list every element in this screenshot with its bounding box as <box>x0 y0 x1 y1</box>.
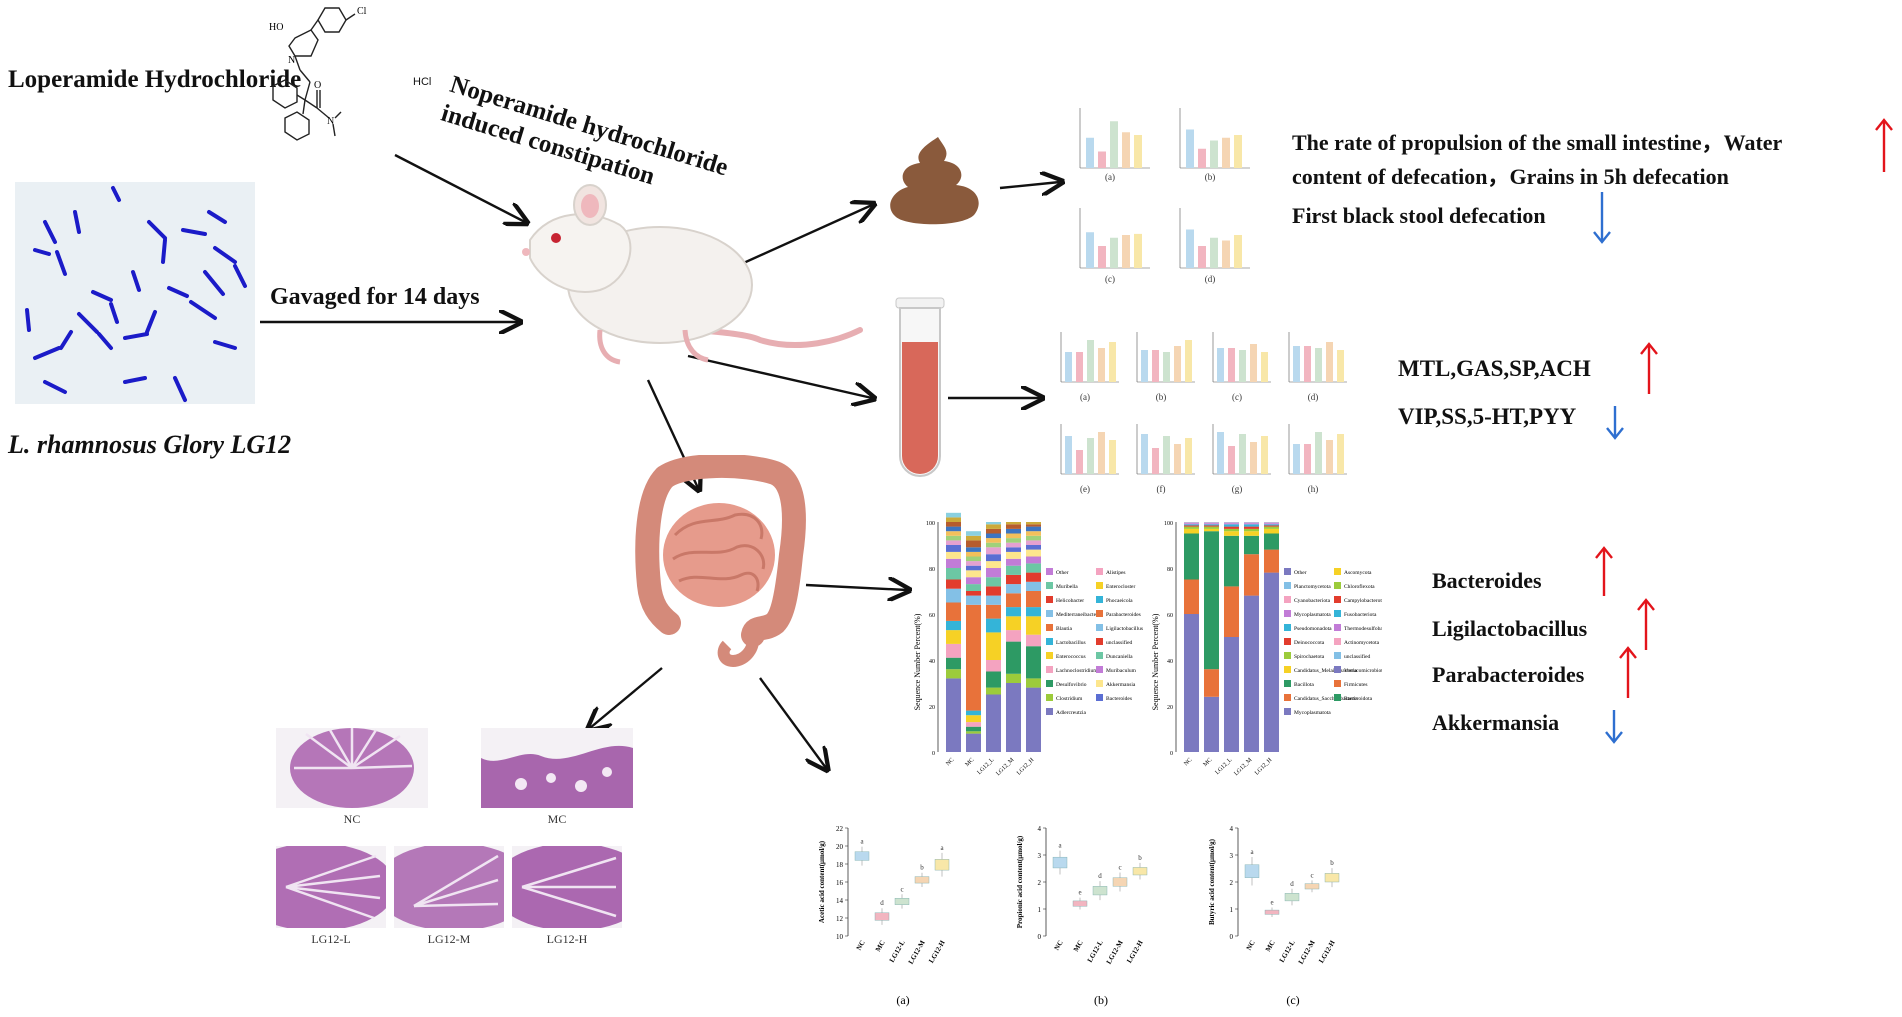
scfa-box <box>1093 886 1107 895</box>
scfa-significance-letter: b <box>1330 859 1334 867</box>
histo-lg12m <box>394 846 504 928</box>
scfa-significance-letter: a <box>1058 842 1062 850</box>
scfa-tick-label: 3 <box>1038 852 1042 860</box>
scfa-box <box>1325 873 1339 882</box>
scfa-tick-label: 2 <box>1038 879 1042 887</box>
scfa-panel-letter: (a) <box>896 993 909 1007</box>
scfa-group-label: MC <box>1072 939 1085 953</box>
scfa-tick-label: 3 <box>1230 852 1234 860</box>
scfa-box <box>1053 857 1067 868</box>
scfa-tick-label: 2 <box>1230 879 1234 887</box>
scfa-tick-label: 10 <box>836 933 844 941</box>
scfa-tick-label: 16 <box>836 879 844 887</box>
scfa-box <box>895 898 909 904</box>
scfa-box <box>1113 878 1127 887</box>
scfa-box <box>1265 910 1279 914</box>
histo-lg12l <box>276 846 386 928</box>
scfa-box <box>1133 867 1147 875</box>
scfa-group-label: NC <box>1053 939 1065 952</box>
scfa-ylabel: Propionic acid content(μmol/g) <box>1016 835 1024 928</box>
scfa-significance-letter: a <box>940 844 944 852</box>
scfa-significance-letter: b <box>920 864 924 872</box>
scfa-tick-label: 4 <box>1038 825 1042 833</box>
scfa-group-label: LG12-M <box>907 939 927 966</box>
scfa-group-label: LG12-L <box>1278 939 1297 964</box>
scfa-tick-label: 0 <box>1230 933 1234 941</box>
scfa-group-label: LG12-H <box>1317 939 1337 965</box>
scfa-significance-letter: c <box>1310 871 1313 879</box>
histo-label-mc: MC <box>481 812 633 827</box>
scfa-significance-letter: e <box>1078 889 1081 897</box>
scfa-tick-label: 22 <box>836 825 844 833</box>
scfa-panel-letter: (b) <box>1094 993 1108 1007</box>
scfa-ylabel: Butyric acid content(μmol/g) <box>1208 838 1216 925</box>
histo-label-nc: NC <box>276 812 428 827</box>
scfa-tick-label: 1 <box>1230 906 1234 914</box>
scfa-tick-label: 4 <box>1230 825 1234 833</box>
scfa-tick-label: 0 <box>1038 933 1042 941</box>
scfa-tick-label: 20 <box>836 843 844 851</box>
scfa-box <box>915 877 929 883</box>
histo-label-lg12l: LG12-L <box>276 932 386 947</box>
scfa-box <box>1245 865 1259 878</box>
scfa-box <box>1305 884 1319 889</box>
scfa-tick-label: 1 <box>1038 906 1042 914</box>
scfa-group-label: LG12-L <box>1086 939 1105 964</box>
histology-panel: NC MC LG12-L LG12-M LG12-H <box>276 728 636 948</box>
scfa-group-label: MC <box>1264 939 1277 953</box>
scfa-significance-letter: d <box>880 899 884 907</box>
scfa-tick-label: 18 <box>836 861 844 869</box>
scfa-group-label: LG12-H <box>927 939 947 965</box>
scfa-group-label: LG12-M <box>1297 939 1317 966</box>
histo-label-lg12m: LG12-M <box>394 932 504 947</box>
scfa-significance-letter: c <box>1118 863 1121 871</box>
scfa-group-label: LG12-H <box>1125 939 1145 965</box>
histo-lg12h <box>512 846 622 928</box>
scfa-group-label: NC <box>855 939 867 952</box>
scfa-tick-label: 14 <box>836 897 844 905</box>
scfa-tick-label: 12 <box>836 915 844 923</box>
histo-mc <box>481 728 633 808</box>
scfa-significance-letter: c <box>900 885 903 893</box>
scfa-group-label: MC <box>874 939 887 953</box>
scfa-significance-letter: a <box>1250 848 1254 856</box>
scfa-box <box>1073 901 1087 906</box>
scfa-panel-letter: (c) <box>1286 993 1299 1007</box>
scfa-box <box>935 859 949 870</box>
scfa-group-label: LG12-M <box>1105 939 1125 966</box>
scfa-significance-letter: b <box>1138 854 1142 862</box>
scfa-group-label: LG12-L <box>888 939 907 964</box>
scfa-significance-letter: a <box>860 838 864 846</box>
scfa-ylabel: Acetic acid content(μmol/g) <box>818 840 826 923</box>
scfa-significance-letter: d <box>1098 872 1102 880</box>
scfa-box <box>1285 893 1299 901</box>
histo-label-lg12h: LG12-H <box>512 932 622 947</box>
scfa-box <box>855 852 869 861</box>
scfa-significance-letter: d <box>1290 880 1294 888</box>
histo-nc <box>276 728 428 808</box>
scfa-group-label: NC <box>1245 939 1257 952</box>
scfa-significance-letter: e <box>1270 898 1273 906</box>
scfa-box <box>875 913 889 921</box>
